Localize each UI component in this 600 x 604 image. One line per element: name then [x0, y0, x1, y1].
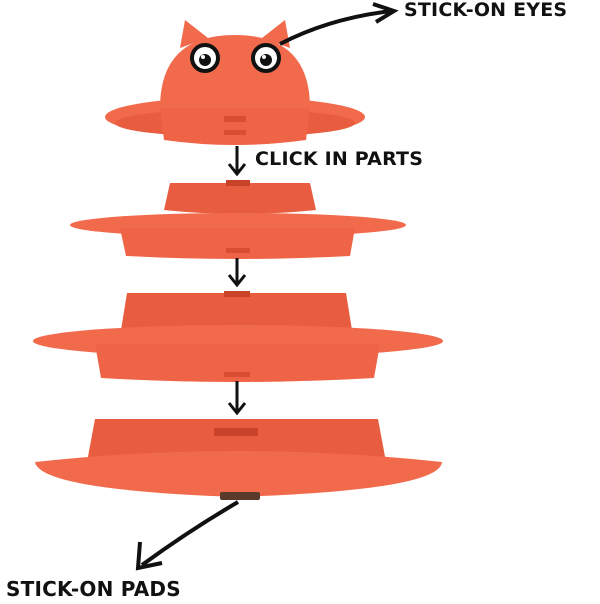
stick-on-pads-label: STICK-ON PADS [6, 577, 181, 601]
stick-on-eyes [190, 43, 281, 73]
top-dome-piece [105, 20, 365, 145]
down-arrow-1-head [227, 163, 247, 177]
eyes-callout-arrow [279, 2, 399, 46]
assembly-arrows [227, 146, 247, 416]
stick-on-pad [220, 492, 260, 500]
down-arrow-3-head [227, 402, 247, 416]
down-arrow-2-head [227, 274, 247, 288]
track-level-3 [33, 291, 443, 382]
track-level-2 [70, 180, 406, 259]
track-base [35, 419, 442, 500]
stick-on-eyes-label: STICK-ON EYES [404, 0, 568, 21]
click-in-parts-label: CLICK IN PARTS [255, 148, 424, 170]
pads-callout-arrow [135, 500, 240, 571]
